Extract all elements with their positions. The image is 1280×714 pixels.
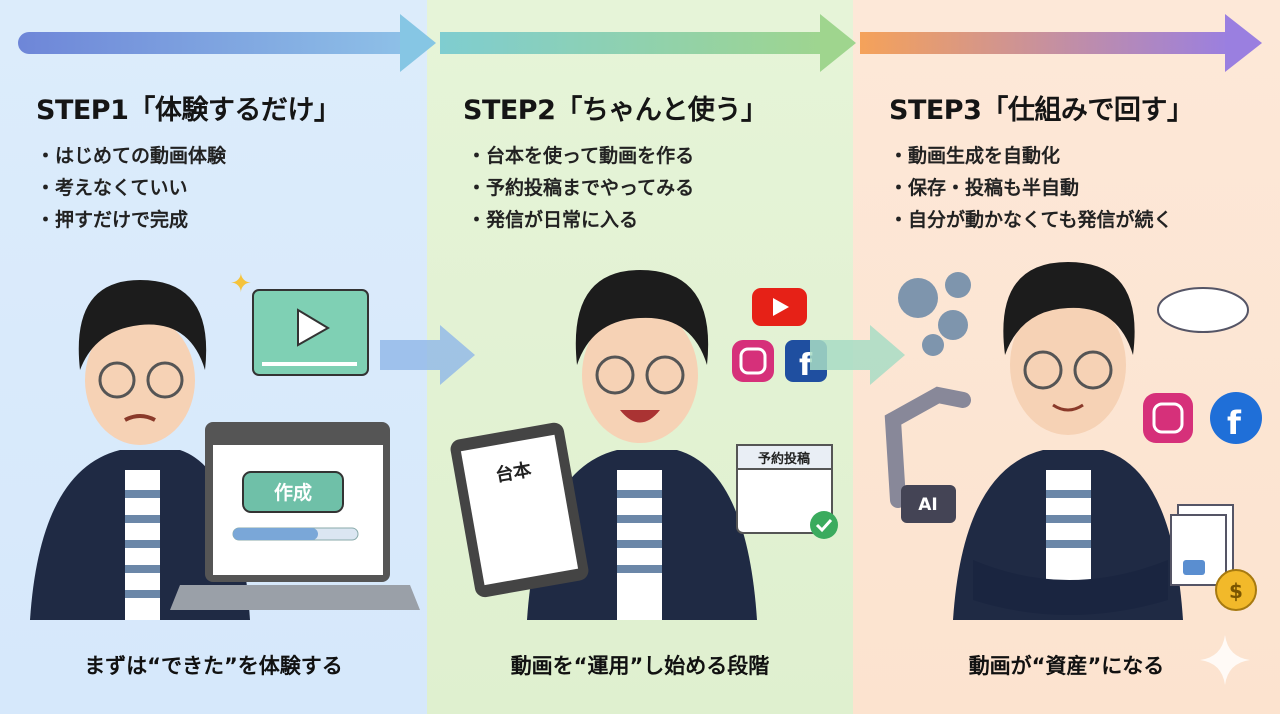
- svg-text:f: f: [799, 348, 813, 383]
- person-smiling: [527, 270, 757, 620]
- step3-illustration: AI f $: [884, 262, 1262, 620]
- facebook-icon: f: [1210, 392, 1262, 444]
- coin-icon: $: [1215, 569, 1257, 611]
- calendar-icon: 予約投稿: [736, 444, 838, 539]
- step1-caption: まずは“できた”を体験する: [84, 654, 343, 678]
- cloud-sync-icon: [1157, 287, 1249, 333]
- create-button-label: 作成: [274, 481, 312, 504]
- step1-panel: STEP1「体験するだけ」 はじめての動画体験 考えなくていい 押すだけで完成 …: [0, 0, 427, 714]
- progress-arrow: [18, 14, 1262, 72]
- step2-caption: 動画を“運用”し始める段階: [510, 654, 770, 678]
- arrow-segment-2: [440, 32, 830, 54]
- step3-bullets: 動画生成を自動化 保存・投稿も半自動 自分が動かなくても発信が続く: [889, 140, 1173, 236]
- bullet: 発信が日常に入る: [467, 204, 694, 236]
- arrow-segment-1: [18, 32, 418, 54]
- sparkle-icon: [1200, 635, 1250, 685]
- bullet: 予約投稿までやってみる: [467, 172, 694, 204]
- person-arms-crossed: [953, 262, 1183, 620]
- step1-illustration: 作成 ✦: [30, 269, 420, 620]
- ai-label: AI: [918, 495, 937, 515]
- gears-icon: [898, 272, 971, 356]
- svg-text:$: $: [1229, 579, 1243, 603]
- robot-arm: AI: [884, 386, 971, 523]
- step3-panel: STEP3「仕組みで回す」 動画生成を自動化 保存・投稿も半自動 自分が動かなく…: [853, 0, 1280, 714]
- bullet: 押すだけで完成: [36, 204, 226, 236]
- step3-title: STEP3「仕組みで回す」: [889, 95, 1194, 126]
- step2-panel: STEP2「ちゃんと使う」 台本を使って動画を作る 予約投稿までやってみる 発信…: [427, 0, 853, 714]
- laptop: 作成: [170, 422, 420, 610]
- person-confused: [30, 280, 250, 620]
- bullet: 台本を使って動画を作る: [467, 140, 694, 172]
- step1-title: STEP1「体験するだけ」: [36, 95, 341, 126]
- instagram-icon: [1143, 393, 1193, 443]
- bullet: 自分が動かなくても発信が続く: [889, 204, 1172, 236]
- step2-illustration: 台本 f 予約投稿: [450, 270, 838, 620]
- transition-arrow-2: [810, 325, 905, 385]
- step2-bullets: 台本を使って動画を作る 予約投稿までやってみる 発信が日常に入る: [467, 140, 694, 236]
- tablet-script: 台本: [450, 422, 589, 598]
- instagram-icon: [732, 340, 774, 382]
- step2-title: STEP2「ちゃんと使う」: [463, 95, 768, 126]
- svg-text:f: f: [1227, 404, 1242, 442]
- bullet: 考えなくていい: [36, 172, 226, 204]
- step3-caption: 動画が“資産”になる: [968, 654, 1165, 678]
- bullet: はじめての動画体験: [36, 140, 226, 172]
- youtube-icon: [752, 288, 807, 326]
- step1-bullets: はじめての動画体験 考えなくていい 押すだけで完成: [36, 140, 226, 236]
- scheduled-post-label: 予約投稿: [758, 451, 810, 467]
- bullet: 動画生成を自動化: [889, 140, 1173, 172]
- bullet: 保存・投稿も半自動: [889, 172, 1173, 204]
- arrow-segment-3: [860, 32, 1230, 54]
- video-files-stack: [1170, 504, 1234, 586]
- video-player-icon: [252, 289, 369, 376]
- transition-arrow-1: [380, 325, 475, 385]
- sparkle-icon: ✦: [230, 269, 252, 299]
